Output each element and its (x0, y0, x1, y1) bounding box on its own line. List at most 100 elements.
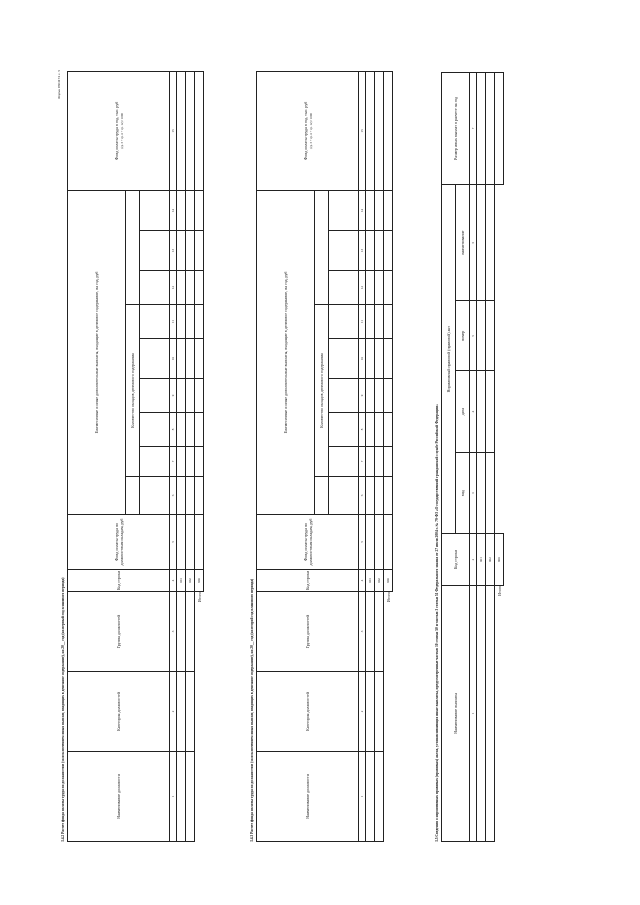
section-title-3-5: 3.5 Сведения о нормативных правовых (пра… (435, 404, 439, 842)
col-number: 5 (358, 514, 366, 570)
header-subcol-8 (139, 412, 170, 447)
col-number: 13 (358, 230, 366, 271)
header-subcol-13 (328, 230, 359, 271)
header-salary-fund: Фонд оплаты труда по должностным окладам… (67, 514, 170, 570)
header-position: Наименование должности (256, 751, 359, 842)
col-number: 7 (469, 72, 477, 185)
header-subcol-9 (139, 378, 170, 413)
col-number: 8 (169, 412, 177, 447)
header-subcol-12 (139, 270, 170, 305)
col-number: 15 (169, 71, 177, 191)
header-row-code: Код строки (256, 569, 359, 592)
col-number: 11 (169, 304, 177, 339)
col-number: 14 (169, 190, 177, 231)
salary-fund-table-first-year: Наименование должности Категория должнос… (67, 71, 204, 842)
col-number: 3 (469, 452, 477, 534)
table-row: 002 (485, 72, 495, 842)
col-number: 6 (358, 476, 366, 515)
header-salary-count-2 (314, 190, 329, 305)
header-subcol-7 (328, 446, 359, 477)
header-row-code: Код строки (67, 569, 170, 592)
header-group: Группа должностей (67, 591, 170, 672)
header-subcol-14 (328, 190, 359, 231)
col-number: 6 (169, 476, 177, 515)
header-subcol-14 (139, 190, 170, 231)
total-row: Итого 900 (194, 71, 204, 841)
rotated-sheet: Форма 0503174 с. 5 3.4.2 Расчет фонда оп… (55, 62, 585, 842)
col-number: 12 (358, 270, 366, 305)
col-number: 3 (169, 591, 177, 672)
col-number: 10 (358, 338, 366, 379)
cash-fund-formula: (гр. 5 + гр. 6 + гр. 12) / 1000 (308, 113, 313, 149)
cash-fund-formula: (гр. 5 + гр. 6 + гр. 12) / 1000 (119, 113, 124, 149)
col-number: 5 (169, 514, 177, 570)
header-subcol-9 (328, 378, 359, 413)
header-other-payments: Ежемесячные и иные дополнительные выплат… (256, 190, 315, 515)
header-subcol-7 (139, 446, 170, 477)
table-row: 001 (365, 71, 375, 842)
col-number: 13 (169, 230, 177, 271)
row-code: 001 (476, 533, 486, 586)
col-number: 3 (358, 591, 366, 672)
col-number: 12 (169, 270, 177, 305)
header-other-payments: Ежемесячные и иные дополнительные выплат… (67, 190, 126, 515)
row-code: 001 (176, 569, 186, 592)
row-code: 001 (365, 569, 375, 592)
header-group: Группа должностей (256, 591, 359, 672)
header-act-type: вид (455, 452, 470, 534)
header-salary-count-2 (125, 190, 140, 305)
header-sub-total (314, 476, 329, 515)
col-number: 7 (358, 446, 366, 477)
total-label: Итого (496, 585, 502, 596)
header-salary-count: Количество окладов денежного содержания (314, 304, 329, 477)
salary-fund-table-second-year: Наименование должности Категория должнос… (256, 71, 393, 842)
total-label: Итого (385, 592, 391, 603)
col-number: 1 (469, 585, 477, 842)
form-code: Форма 0503174 с. 5 (57, 70, 61, 100)
header-payment-name: Наименование выплаты (441, 585, 470, 842)
total-label: Итого (196, 592, 202, 603)
section-title-3-4-2: 3.4.2 Расчет фонда оплаты труда по должн… (61, 577, 65, 842)
header-cash-fund: Фонд оплаты труда в год, тыс. руб(гр. 5 … (256, 71, 359, 191)
col-number: 4 (358, 569, 366, 592)
col-number: 9 (358, 378, 366, 413)
header-subcol-10 (328, 338, 359, 379)
col-number: 1 (169, 751, 177, 842)
legal-acts-table: Наименование выплаты Код строки Норматив… (441, 72, 504, 842)
table-row: 001 (176, 71, 186, 842)
header-subcol-11 (139, 304, 170, 339)
col-number: 15 (358, 71, 366, 191)
row-code: 900 (194, 569, 204, 592)
cash-fund-label: Фонд оплаты труда в год, тыс. руб (302, 101, 308, 161)
header-sub-total (125, 476, 140, 515)
header-subcol-13 (139, 230, 170, 271)
header-subcol-12 (328, 270, 359, 305)
col-number: 10 (169, 338, 177, 379)
header-act-title: наименование (455, 184, 470, 301)
col-number: 4 (469, 370, 477, 453)
row-code: 900 (494, 533, 504, 586)
col-number: 5 (469, 300, 477, 371)
col-number: 11 (358, 304, 366, 339)
total-row: Итого 900 (383, 71, 393, 841)
header-cash-fund: Фонд оплаты труда в год, тыс. руб(гр. 5 … (67, 71, 170, 191)
header-subcol-6 (328, 476, 359, 515)
col-number: 2 (469, 533, 477, 586)
header-act-date: дата (455, 370, 470, 453)
header-category: Категория должностей (67, 671, 170, 752)
row-code: 900 (383, 569, 393, 592)
col-number: 6 (469, 184, 477, 301)
col-number: 2 (169, 671, 177, 752)
col-number: 8 (358, 412, 366, 447)
header-subcol-10 (139, 338, 170, 379)
col-number: 14 (358, 190, 366, 231)
header-act-number: номер (455, 300, 470, 371)
header-subcol-8 (328, 412, 359, 447)
table-row: 002 (185, 71, 195, 842)
table-row: 001 (476, 72, 486, 842)
header-salary-count: Количество окладов денежного содержания (125, 304, 140, 477)
col-number: 9 (169, 378, 177, 413)
row-code: 002 (485, 533, 495, 586)
header-row-code: Код строки (441, 533, 470, 586)
table-row: 002 (374, 71, 384, 842)
